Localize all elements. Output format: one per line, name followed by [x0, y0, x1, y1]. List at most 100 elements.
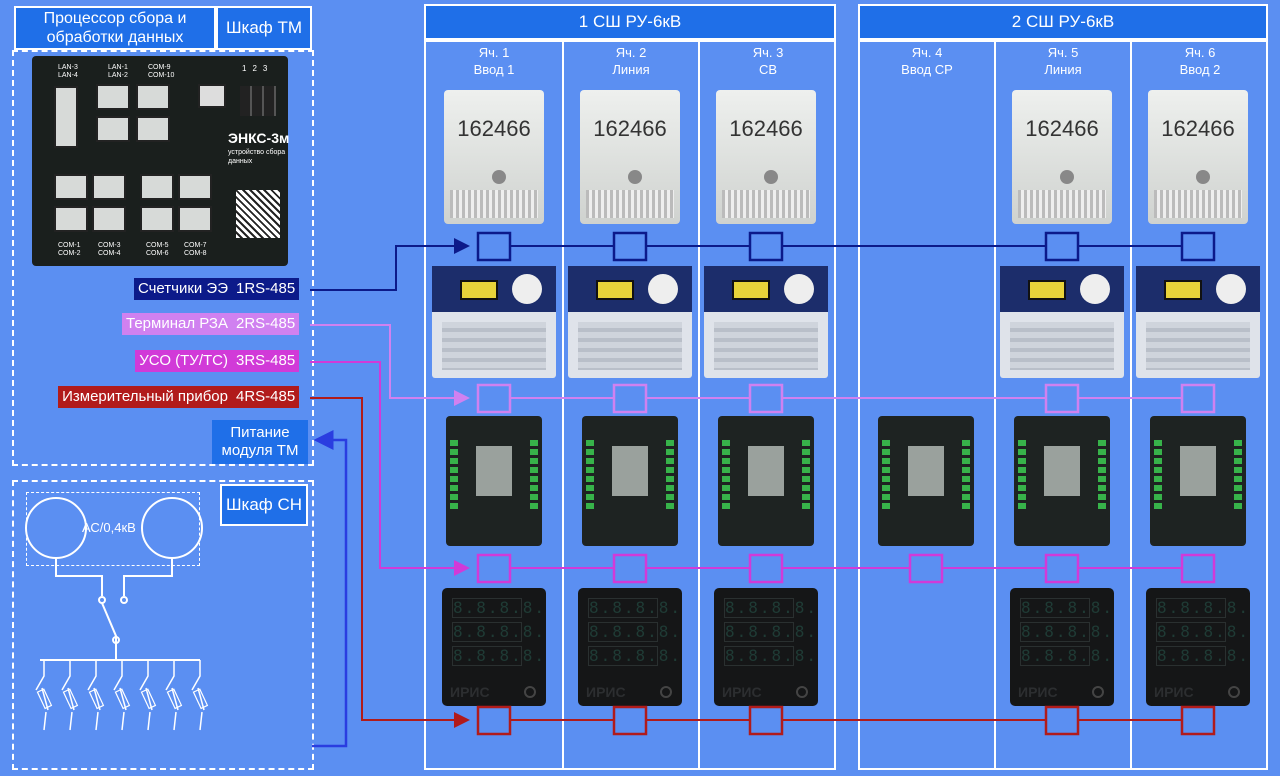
section-1-title: 1 СШ РУ-6кВ [424, 4, 836, 40]
com-port [178, 206, 212, 232]
display-row: 8.8.8.8. [452, 598, 547, 618]
meter-reading: 162466 [457, 116, 531, 141]
energy-meter: 162466 [580, 90, 680, 224]
io-module [1014, 416, 1110, 546]
switch-labels: 123 [242, 64, 274, 73]
display-row: 8.8.8.8. [588, 646, 683, 666]
port-label-com9: COM-9 [148, 64, 171, 71]
port-label-com10: COM-10 [148, 72, 175, 79]
power-label: Питание модуля ТМ [212, 420, 308, 464]
port-label-com5: COM-5 [146, 242, 169, 249]
energy-meter: 162466 [1148, 90, 1248, 224]
port-label-com3: COM-3 [98, 242, 121, 249]
line-port-1: 1RS-485 [232, 278, 300, 300]
section-2-panel [858, 40, 1268, 770]
display-row: 8.8.8.8. [1020, 646, 1115, 666]
io-module [878, 416, 974, 546]
dip-switch [240, 86, 276, 116]
port-label-com8: COM-8 [184, 250, 207, 257]
enks-3m-device: LAN-3 LAN-4 LAN-1 LAN-2 COM-9 COM-10 123… [32, 56, 290, 266]
meter-reading: 162466 [1161, 116, 1235, 141]
display-row: 8.8.8.8. [1156, 622, 1251, 642]
com-port [92, 174, 126, 200]
line-label-measure: Измерительный прибор [58, 386, 232, 408]
relay-protection-terminal [704, 266, 828, 378]
display-row: 8.8.8.8. [1156, 598, 1251, 618]
line-port-2: 2RS-485 [232, 313, 300, 335]
cell-divider [994, 40, 996, 770]
io-module [1150, 416, 1246, 546]
transformer-label: АС/0,4кВ [82, 520, 136, 535]
display-row: 8.8.8.8. [588, 598, 683, 618]
instrument-brand: ИРИС [586, 684, 626, 700]
com-port [54, 206, 88, 232]
port-label-lan1: LAN-1 [108, 64, 128, 71]
relay-protection-terminal [1000, 266, 1124, 378]
line-port-3: 3RS-485 [232, 350, 300, 372]
com-port [178, 174, 212, 200]
sn-cabinet-label: Шкаф СН [220, 484, 308, 526]
display-row: 8.8.8.8. [452, 646, 547, 666]
com-port [54, 174, 88, 200]
port-label-lan2: LAN-2 [108, 72, 128, 79]
section-2-title: 2 СШ РУ-6кВ [858, 4, 1268, 40]
display-row: 8.8.8.8. [724, 598, 819, 618]
meter-reading: 162466 [593, 116, 667, 141]
io-module [718, 416, 814, 546]
lan-port [96, 116, 130, 142]
line-label-meters: Счетчики ЭЭ [133, 278, 232, 300]
measuring-instrument: 8.8.8.8. 8.8.8.8. 8.8.8.8. ИРИС [1010, 588, 1114, 706]
meter-reading: 162466 [1025, 116, 1099, 141]
display-row: 8.8.8.8. [1020, 598, 1115, 618]
com-port [92, 206, 126, 232]
measuring-instrument: 8.8.8.8.8.8.8.8.8.8.8.8.ИРИС [1146, 588, 1250, 706]
relay-protection-terminal [568, 266, 692, 378]
energy-meter: 162466 [444, 90, 544, 224]
lan-port [96, 84, 130, 110]
port-label-com4: COM-4 [98, 250, 121, 257]
display-row: 8.8.8.8. [724, 646, 819, 666]
instrument-brand: ИРИС [1154, 684, 1194, 700]
port-label-lan4: LAN-4 [58, 72, 78, 79]
usb-port [198, 84, 226, 108]
processor-title: Процессор сбора и обработки данных [14, 6, 216, 50]
instrument-brand: ИРИС [722, 684, 762, 700]
measuring-instrument: 8.8.8.8. 8.8.8.8. 8.8.8.8. ИРИС [578, 588, 682, 706]
com-port [140, 174, 174, 200]
display-row: 8.8.8.8. [1020, 622, 1115, 642]
port-label-lan3: LAN-3 [58, 64, 78, 71]
device-subtitle: устройство сбора данных [228, 149, 286, 165]
meter-reading: 162466 [729, 116, 803, 141]
tm-cabinet-label: Шкаф ТМ [216, 6, 312, 50]
relay-protection-terminal [432, 266, 556, 378]
cell-divider [698, 40, 700, 770]
io-module [582, 416, 678, 546]
sfp-port [54, 86, 78, 148]
cell-divider [562, 40, 564, 770]
port-label-com7: COM-7 [184, 242, 207, 249]
measuring-instrument: 8.8.8.8.8.8.8.8.8.8.8.8.ИРИС [442, 588, 546, 706]
line-label-uso: УСО (ТУ/ТС) [135, 350, 232, 372]
energy-meter: 162466 [716, 90, 816, 224]
cell-divider [1130, 40, 1132, 770]
port-label-com1: COM-1 [58, 242, 81, 249]
display-row: 8.8.8.8. [588, 622, 683, 642]
port-label-com2: COM-2 [58, 250, 81, 257]
qr-code-icon [236, 190, 280, 238]
lan-port [136, 116, 170, 142]
lan-port [136, 84, 170, 110]
instrument-brand: ИРИС [1018, 684, 1058, 700]
line-port-4: 4RS-485 [232, 386, 300, 408]
energy-meter: 162466 [1012, 90, 1112, 224]
display-row: 8.8.8.8. [724, 622, 819, 642]
com-port [140, 206, 174, 232]
line-label-rza: Терминал РЗА [122, 313, 232, 335]
relay-protection-terminal [1136, 266, 1260, 378]
port-label-com6: COM-6 [146, 250, 169, 257]
device-brand: ЭНКС-3м [228, 130, 290, 146]
